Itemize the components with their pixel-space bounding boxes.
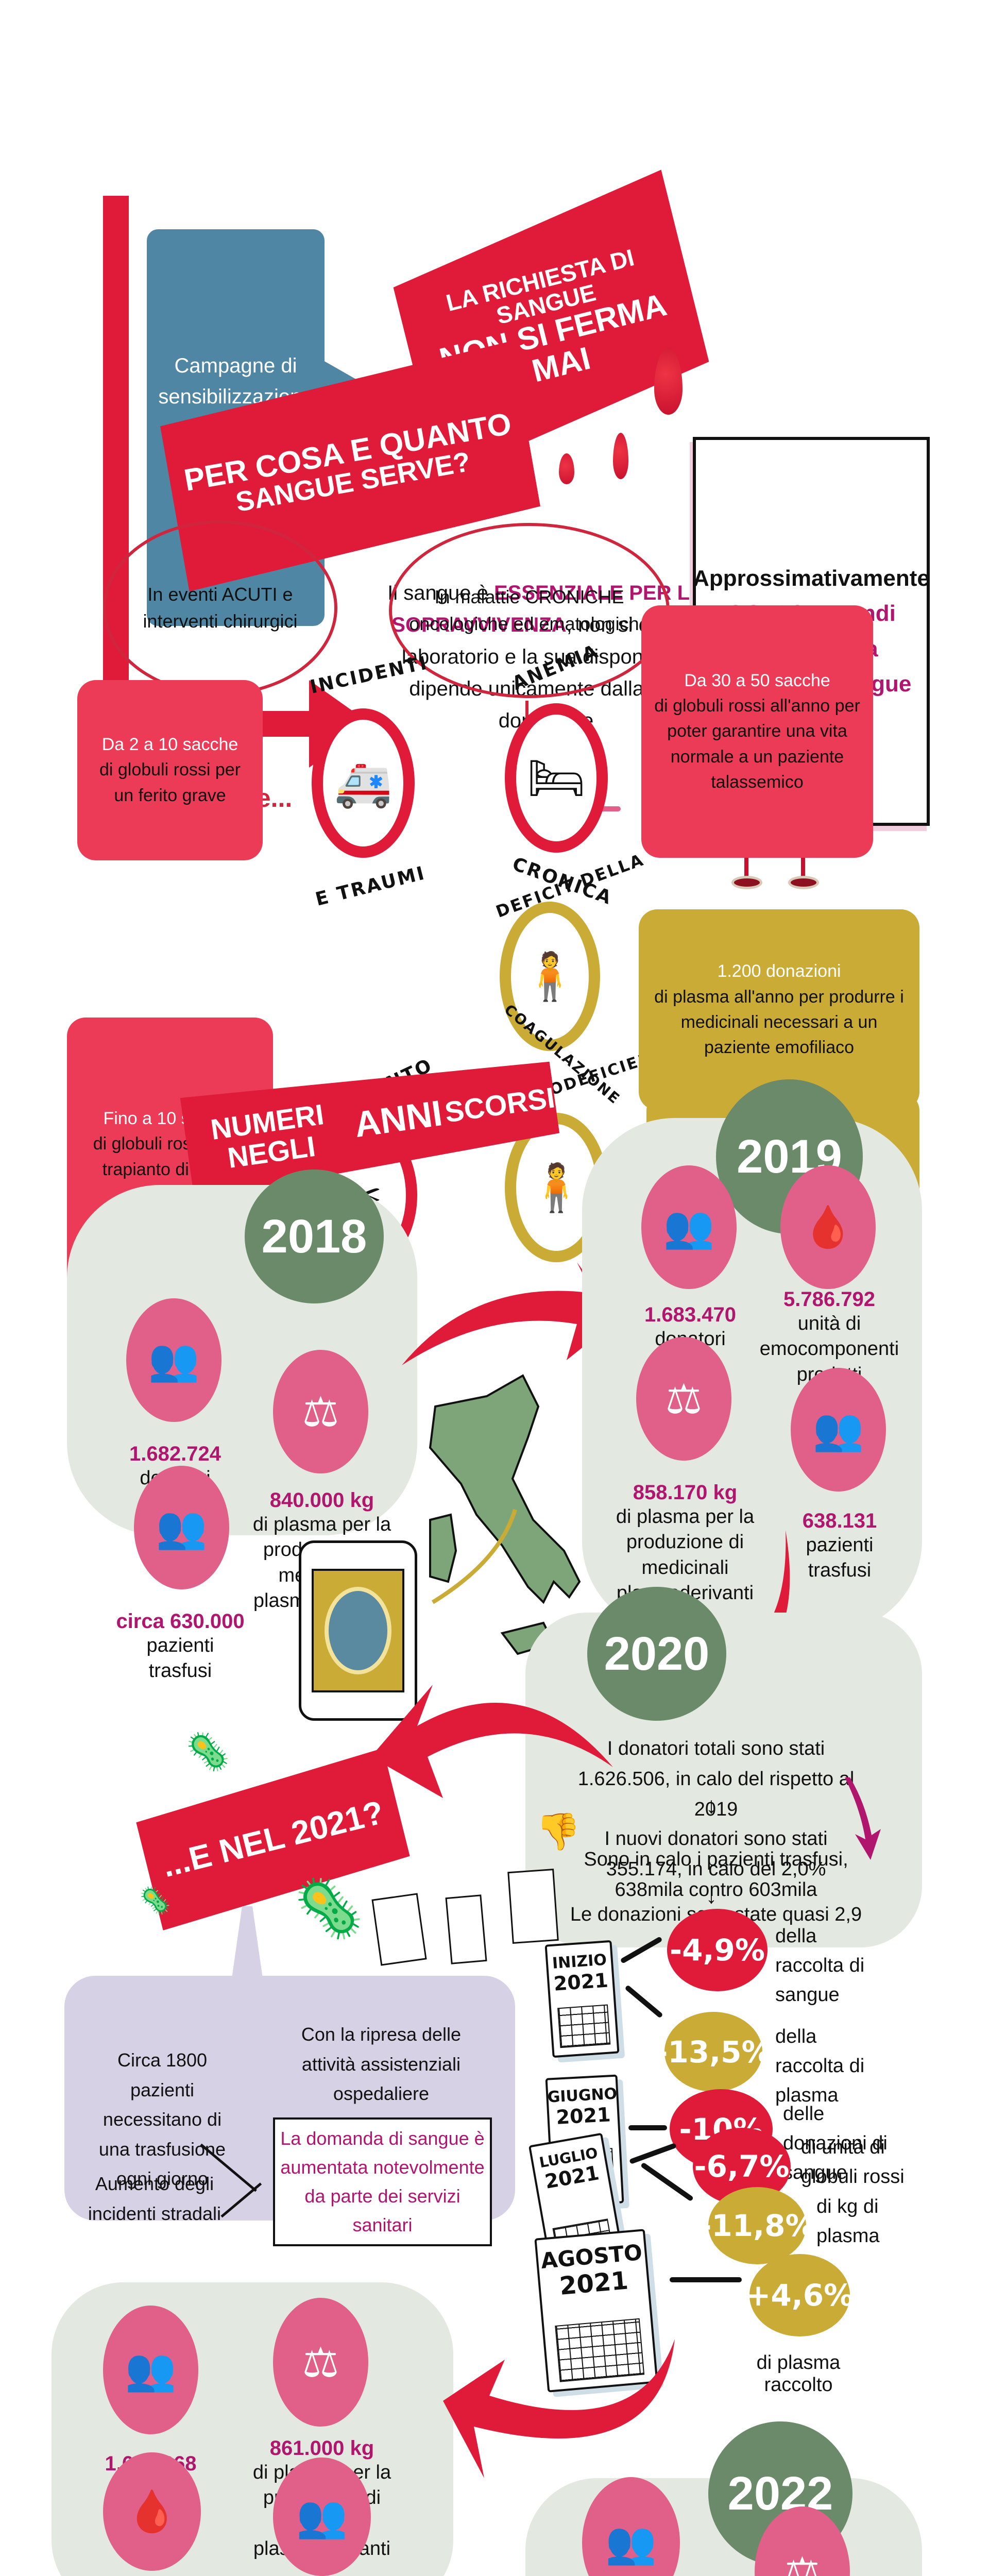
- thumbs-down-icon: 👎: [536, 1811, 581, 1852]
- calendar-icon: [445, 1894, 487, 1964]
- pct-label: di unità di globuli rossi: [801, 2137, 905, 2188]
- context-panel-pointer: [232, 1906, 263, 1978]
- stat-value: circa 630.000: [116, 1610, 245, 1633]
- person-icon: 🧍: [527, 1162, 586, 1214]
- plasma-weight-icon: ⚖: [273, 2298, 368, 2427]
- small-drop-icon: [559, 453, 574, 484]
- mascot-shoe-left: [731, 876, 762, 889]
- calendar-icon: [371, 1893, 427, 1966]
- stat-value: 638.131: [802, 1510, 877, 1532]
- hospital-bed-icon: 🛏: [526, 752, 586, 804]
- stat-label: di plasma per la produzione di medicinal…: [616, 1506, 755, 1604]
- stat-2020-total: I donatori totali sono stati 1.626.506, …: [577, 1738, 855, 1820]
- blood-bag-icon: 🩸: [103, 2452, 201, 2571]
- red-curved-arrow: [402, 1262, 618, 1365]
- arrow-icon: [629, 2143, 677, 2164]
- arrow-icon: [628, 2125, 667, 2130]
- virus-icon: 🦠: [139, 1886, 172, 1915]
- pct-badge: -13,5%: [655, 2012, 772, 2092]
- bubble-anemia: Da 30 a 50 sacche di globuli rossi all'a…: [641, 605, 873, 858]
- arrow-icon: [640, 2162, 694, 2202]
- flow-arrow-icon: ↓: [706, 1883, 717, 1908]
- donors-icon: 👥: [126, 1298, 221, 1422]
- stat-value: 5.786.792: [783, 1288, 875, 1311]
- pct-badge: -6,7%: [693, 2128, 791, 2205]
- ring-anemia: 🛏: [505, 703, 608, 853]
- pct-badge: +4,6%: [746, 2254, 854, 2336]
- stat-label: pazienti trasfusi: [146, 1635, 214, 1682]
- bubble-incidenti: Da 2 a 10 sacche di globuli rossi per un…: [77, 680, 263, 860]
- red-curved-arrow: [443, 2339, 675, 2478]
- chronic-oval: In malattie CRONICHE oncologiche ed emat…: [389, 523, 670, 698]
- small-drop-icon: [613, 433, 628, 479]
- pct-badge: -4,9%: [667, 1909, 768, 1991]
- stat-label: pazienti trasfusi: [806, 1534, 874, 1582]
- stat-value: 1.682.724: [129, 1443, 221, 1465]
- pct-label: della raccolta di sangue: [775, 1925, 865, 2006]
- virus-icon: 🦠: [185, 1732, 231, 1772]
- pct-badge: -11,8%: [699, 2187, 815, 2264]
- donors-icon: 👥: [582, 2477, 680, 2576]
- plasma-weight-icon: ⚖: [636, 1337, 731, 1461]
- pct-label: di kg di plasma: [816, 2196, 880, 2247]
- blood-bag-icon: 🩸: [780, 1165, 876, 1289]
- patients-icon: 👥: [791, 1368, 886, 1492]
- patients-icon: 👥: [273, 2458, 371, 2576]
- stat-value: 861.000 kg: [269, 2437, 374, 2460]
- acute-oval: In eventi ACUTI e interventi chirurgici: [103, 520, 337, 696]
- blood-bag-world-icon: [299, 1540, 417, 1721]
- year-2021-ribbon: ...E NEL 2021?: [133, 1748, 413, 1930]
- stat-2020-patients: Sono in calo i pazienti trasfusi, 638mil…: [584, 1849, 848, 1901]
- context-note-incidents: Aumento degli incidenti stradali: [88, 2173, 221, 2224]
- gold-double-arrow-icon: [431, 1509, 517, 1604]
- italy-map-icon: [399, 1365, 621, 1685]
- context-note-patients: Circa 1800 pazienti necessitano di una t…: [98, 2049, 226, 2190]
- year-badge-2018: 2018: [245, 1170, 384, 1303]
- patients-icon: 👥: [134, 1466, 229, 1589]
- stat-value: 1.683.470: [644, 1303, 736, 1326]
- demand-increase-box: La domanda di sangue è aumentata notevol…: [273, 2117, 492, 2246]
- bubble-coagulazione: 1.200 donazioni di plasma all'anno per p…: [639, 909, 919, 1110]
- year-badge-2020: 2020: [587, 1587, 726, 1721]
- ring-incidenti: 🚑: [312, 708, 415, 858]
- pct-label: delle donazioni di sangue: [783, 2103, 888, 2183]
- pct-label: di plasma raccolto: [756, 2352, 841, 2396]
- donors-icon: 👥: [103, 2306, 198, 2434]
- virus-icon: 🦠: [294, 1877, 364, 1940]
- donors-icon: 👥: [641, 1165, 737, 1289]
- ring-coagulazione: 🧍: [500, 902, 600, 1051]
- ring-label-traumi: E TRAUMI: [313, 862, 428, 910]
- magenta-down-arrow: [845, 1777, 881, 1860]
- stat-2020-new: I nuovi donatori sono stati 355.174, in …: [604, 1828, 828, 1880]
- small-drop-icon: [654, 348, 683, 415]
- pct-label: della raccolta di plasma: [775, 2026, 865, 2106]
- stat-value: 840.000 kg: [269, 1489, 374, 1512]
- arrow-icon: [670, 2277, 742, 2282]
- calendar-icon: [507, 1869, 559, 1944]
- stat-value: 858.170 kg: [633, 1481, 738, 1504]
- context-note-hospital: Con la ripresa delle attività assistenzi…: [301, 2024, 462, 2105]
- arrow-icon: [624, 1985, 663, 2019]
- plasma-weight-icon: ⚖: [273, 1350, 368, 1473]
- person-icon: 🧍: [521, 951, 579, 1003]
- ambulance-icon: 🚑: [334, 757, 393, 809]
- red-curved-arrow: [371, 1685, 613, 1798]
- flow-arrow-icon: ↓: [706, 1793, 717, 1818]
- mascot-shoe-right: [788, 876, 819, 889]
